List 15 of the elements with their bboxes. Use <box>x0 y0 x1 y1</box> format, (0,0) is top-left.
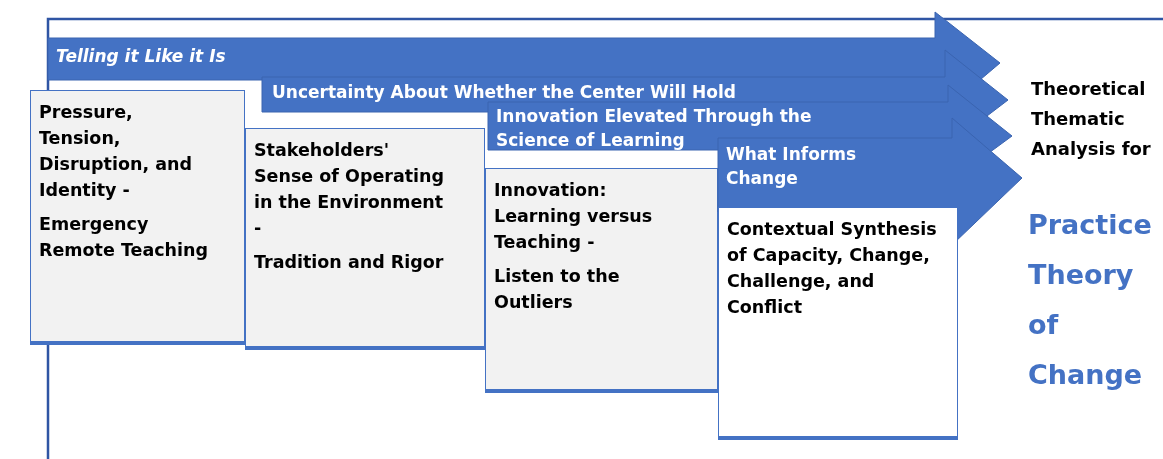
text-card <box>485 168 718 393</box>
card-subheading: Tradition and Rigor <box>254 251 445 274</box>
side-heading: Theoretical Thematic Analysis for <box>1031 77 1152 161</box>
card-heading: Innovation: Learning versus Teaching - <box>494 179 654 254</box>
card-subheading: Emergency Remote Teaching <box>39 213 209 262</box>
band-heading: Uncertainty About Whether the Center Will Hold <box>272 81 737 104</box>
card-heading: Pressure, Tension, Disruption, and Identity - <box>39 101 193 202</box>
card-subheading: Listen to the Outliers <box>494 265 621 314</box>
text-card <box>245 128 485 350</box>
card-heading: Stakeholders' Sense of Operating in the Environment - <box>254 139 446 240</box>
side-title: Practice Theory of Change <box>1028 208 1153 392</box>
band-heading: Telling it Like it Is <box>56 45 227 68</box>
text-card <box>718 207 958 440</box>
text-card <box>30 90 245 345</box>
card-heading: Contextual Synthesis of Capacity, Change, Challenge, and Conflict <box>727 218 938 319</box>
